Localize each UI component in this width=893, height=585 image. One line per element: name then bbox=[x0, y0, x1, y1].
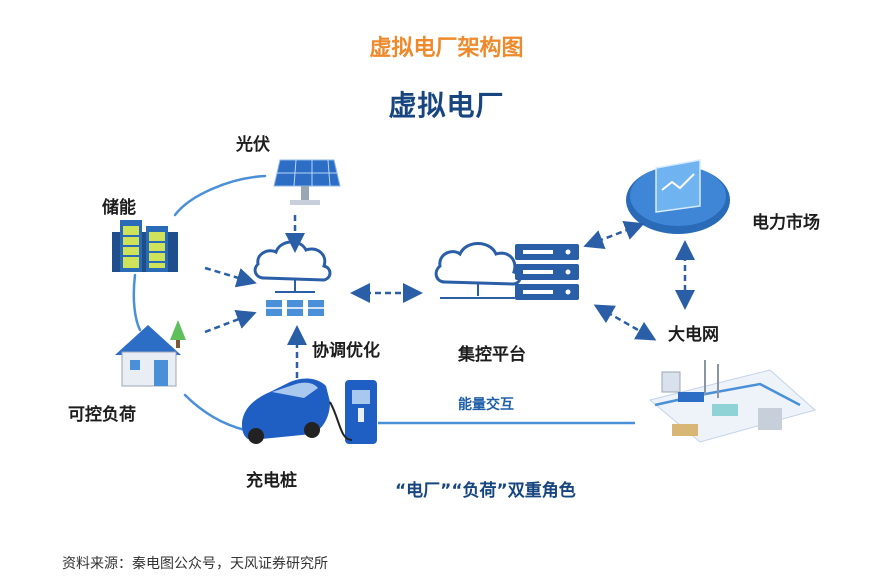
resource-ring bbox=[132, 174, 267, 432]
page-title: 虚拟电厂架构图 bbox=[369, 36, 524, 61]
house-icon bbox=[115, 320, 186, 387]
arrow-platform-market bbox=[583, 221, 645, 249]
label-dual-role: “电厂”“负荷”双重角色 bbox=[395, 481, 576, 501]
arrow-platform-grid bbox=[593, 304, 657, 341]
coordination-cloud-icon bbox=[253, 240, 332, 316]
solar-panel-icon bbox=[273, 159, 341, 205]
label-energy-exchange: 能量交互 bbox=[458, 397, 514, 413]
label-storage: 储能 bbox=[102, 198, 136, 218]
power-grid-icon bbox=[648, 360, 817, 443]
label-pv: 光伏 bbox=[236, 135, 270, 155]
label-controllable-load: 可控负荷 bbox=[68, 405, 136, 425]
label-charging-pile: 充电桩 bbox=[246, 471, 297, 491]
arrow-storage-to-coordination bbox=[204, 266, 257, 288]
label-coordination: 协调优化 bbox=[312, 341, 380, 361]
diagram-title: 虚拟电厂 bbox=[388, 89, 505, 122]
label-power-market: 电力市场 bbox=[752, 213, 820, 233]
storage-building-icon bbox=[112, 220, 178, 272]
platform-server-icon bbox=[434, 242, 579, 300]
power-market-icon bbox=[626, 159, 730, 234]
source-note: 资料来源：秦电图公众号，天风证券研究所 bbox=[62, 556, 328, 572]
arrow-load-to-coordination bbox=[204, 310, 257, 334]
label-grid: 大电网 bbox=[668, 325, 719, 345]
label-platform: 集控平台 bbox=[458, 345, 526, 365]
electric-car-icon bbox=[242, 378, 330, 444]
charging-pile-icon bbox=[329, 380, 377, 444]
